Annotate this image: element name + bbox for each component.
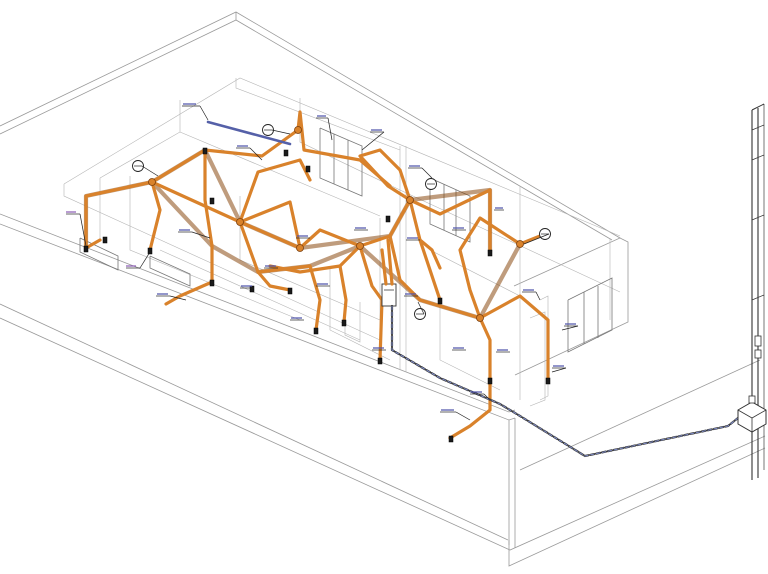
circuit-tag [182, 103, 209, 121]
conduit-run [388, 234, 482, 320]
outlet-box [147, 247, 153, 255]
window [79, 237, 119, 271]
conduit-run [298, 228, 392, 250]
outlet-box [437, 297, 443, 305]
conduit-run [478, 316, 492, 382]
junction-boxes [148, 126, 524, 322]
switch-box [283, 149, 289, 157]
circuit-tag [452, 347, 466, 351]
circuit-tag [236, 145, 250, 149]
outlet-box [209, 279, 215, 287]
circuit-tag [264, 265, 278, 269]
circuit-tag [354, 227, 368, 231]
ceiling-light-icon [132, 160, 144, 172]
feeder-run [390, 304, 750, 458]
circuit-tag [316, 283, 330, 287]
junction-box [356, 242, 364, 250]
conduit-run [150, 148, 214, 248]
conduit-run [418, 238, 442, 270]
circuit-tag [552, 365, 566, 369]
outlet-box [377, 357, 383, 365]
circuit-tag [296, 235, 310, 239]
circuit-tag [404, 293, 418, 297]
outlet-box [448, 435, 454, 443]
junction-box [294, 126, 302, 134]
circuit-tag [408, 165, 422, 169]
conduit-run [148, 180, 162, 252]
outlet-box [102, 236, 108, 244]
conduit-run [238, 200, 302, 250]
conduit-run [338, 264, 348, 324]
outlet-box [313, 327, 319, 335]
meter-box [737, 395, 767, 433]
conduit-run [203, 128, 300, 158]
circuit-tag [470, 391, 484, 395]
circuit-tag [440, 409, 456, 413]
circuit-tag [240, 285, 254, 289]
circuit-tag [178, 229, 192, 233]
circuit-tag [156, 293, 170, 297]
circuit-tag [452, 227, 466, 231]
junction-box [236, 218, 244, 226]
junction-box [516, 240, 524, 248]
conduit-run [84, 180, 154, 250]
conduit-run [238, 158, 312, 224]
ceiling-light-icon [262, 124, 274, 136]
junction-box [148, 178, 156, 186]
outlet-box [487, 377, 493, 385]
conduit-shadow [83, 147, 523, 321]
conduit-run [308, 264, 322, 332]
conduit-run [256, 270, 292, 292]
circuit-tag [290, 317, 304, 321]
window [567, 277, 613, 353]
switch-box [385, 215, 391, 223]
conduit-run [358, 244, 384, 362]
circuit-tag [66, 211, 80, 215]
conduit-run [458, 216, 522, 320]
outlet-box [487, 249, 493, 257]
outlet-box [287, 287, 293, 295]
conduit-run [448, 378, 492, 440]
conduit-run [388, 188, 492, 254]
circuit-tag [494, 207, 504, 211]
outlet-box [341, 319, 347, 327]
circuit-tag [406, 237, 420, 241]
distribution-panel [380, 238, 397, 307]
junction-box [296, 244, 304, 252]
circuit-tag [372, 347, 386, 351]
ceiling-light-icon [425, 178, 437, 190]
switch-box [202, 147, 208, 155]
switch-box [209, 197, 215, 205]
conduit-run [268, 244, 362, 274]
circuit-tag [496, 349, 510, 353]
circuit-tags [66, 103, 578, 413]
conduit-run [478, 294, 550, 382]
conduit-run [358, 148, 412, 202]
conduit-run [164, 280, 214, 306]
circuit-tag [370, 129, 384, 133]
blue-circuit-run [206, 120, 292, 146]
conduit-run [408, 198, 442, 302]
outlet-box [249, 285, 255, 293]
outlet-box [83, 245, 89, 253]
circuit-tag [564, 323, 578, 327]
device-boxes [83, 147, 551, 443]
junction-box [476, 314, 484, 322]
junction-box [406, 196, 414, 204]
window [149, 255, 191, 287]
circuit-tag [522, 289, 536, 293]
leader-lines [79, 117, 579, 421]
switch-box [305, 165, 311, 173]
circuit-tag [126, 265, 140, 269]
conduit-run [84, 238, 102, 250]
circuit-tag [316, 115, 328, 119]
outlet-box [545, 377, 551, 385]
window [319, 127, 363, 197]
